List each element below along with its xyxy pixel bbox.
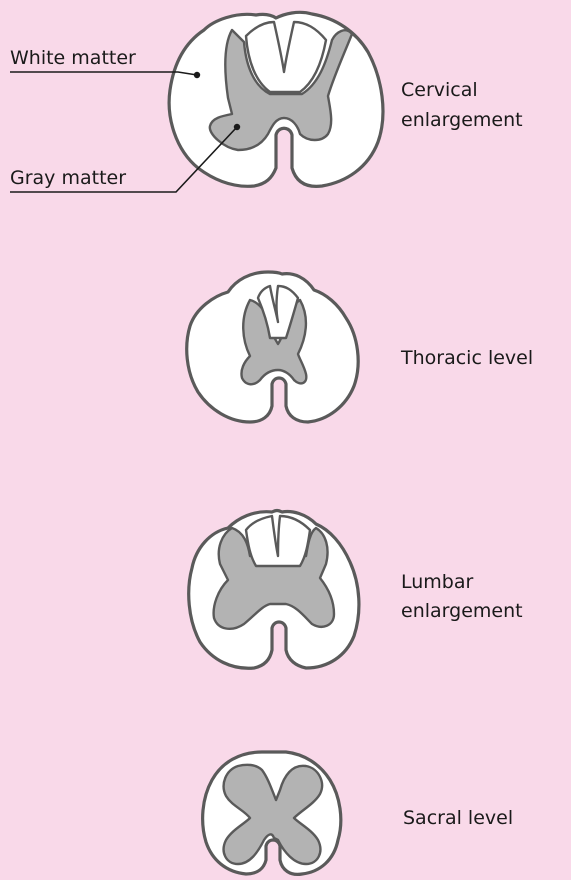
cervical-label-line1: Cervical [401,79,478,101]
sacral-label: Sacral level [403,807,513,829]
lumbar-section [189,511,359,669]
lumbar-label-line1: Lumbar [401,571,474,593]
sacral-section [203,752,341,874]
gray-matter-label: Gray matter [10,167,126,189]
thoracic-label: Thoracic level [400,347,533,369]
cervical-section [169,12,383,186]
white-matter-leader-line [10,72,197,75]
gray-matter-pointer-dot [234,124,240,130]
white-matter-pointer-dot [194,72,200,78]
lumbar-label-line2: enlargement [401,600,523,622]
white-matter-label: White matter [10,47,136,69]
cervical-label-line2: enlargement [401,109,523,131]
thoracic-section [187,272,358,422]
